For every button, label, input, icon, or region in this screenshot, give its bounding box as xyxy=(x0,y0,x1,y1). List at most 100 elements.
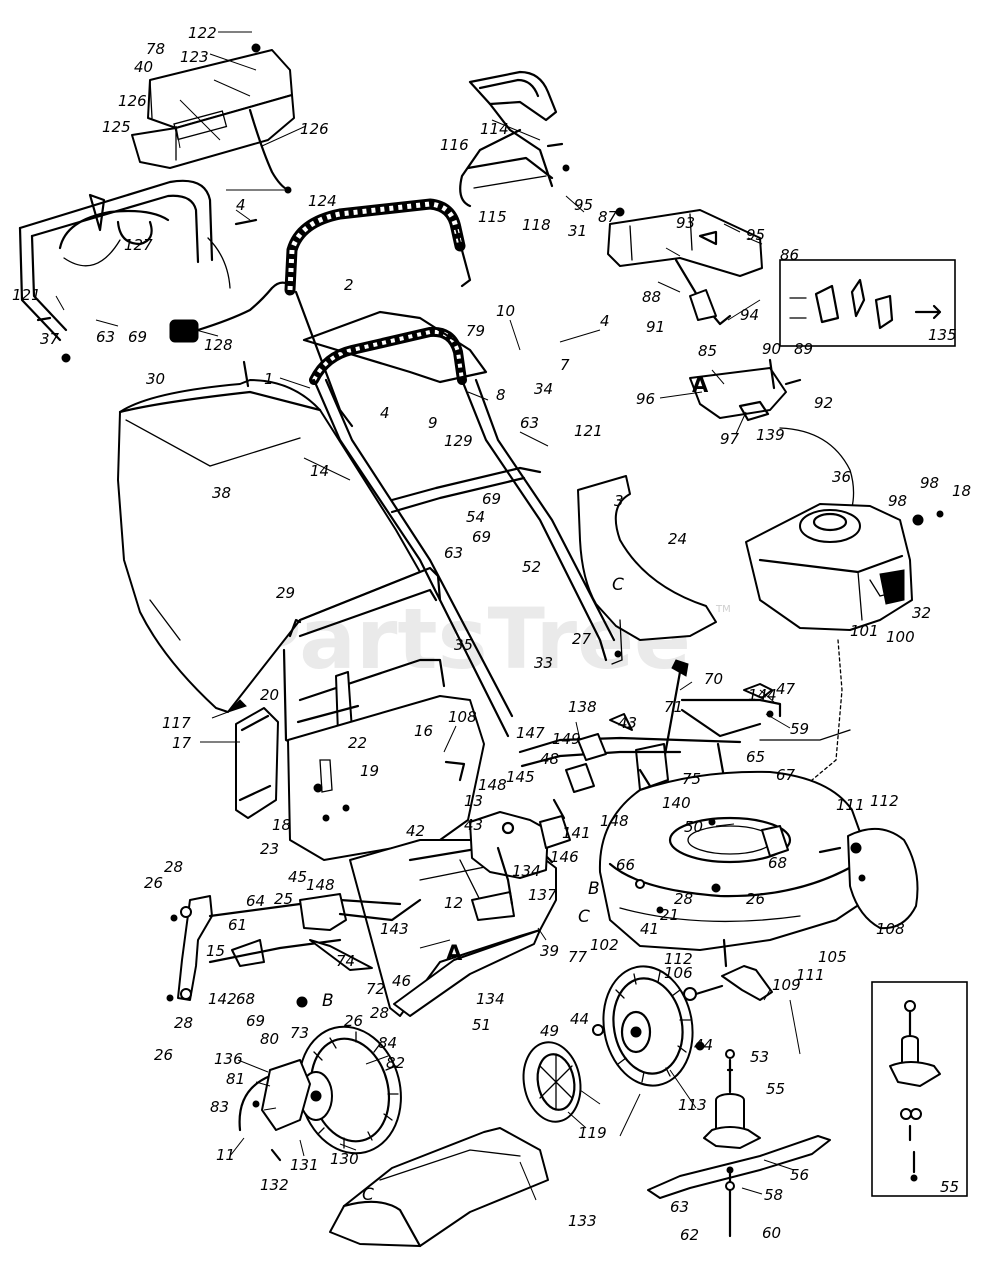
part-label: 28 xyxy=(674,890,693,908)
part-label: 23 xyxy=(260,840,279,858)
part-label: 46 xyxy=(392,972,411,990)
callout-letter-c-shield: C xyxy=(362,1185,374,1205)
rear-left-wheel[interactable] xyxy=(238,1016,414,1164)
part-label: 18 xyxy=(952,482,971,500)
part-label: 133 xyxy=(568,1212,597,1230)
part-label: 129 xyxy=(444,432,473,450)
leader-lines xyxy=(55,31,801,1201)
throttle-bracket[interactable] xyxy=(689,358,802,422)
part-label: 50 xyxy=(684,818,703,836)
blade-drive-linkage[interactable] xyxy=(683,938,773,1001)
part-label: 81 xyxy=(226,1070,245,1088)
lower-handle[interactable] xyxy=(302,310,616,738)
part-label: 19 xyxy=(360,762,379,780)
part-label: 21 xyxy=(660,906,679,924)
part-label: 113 xyxy=(678,1096,707,1114)
callout-letter-a-upper: A xyxy=(692,373,709,397)
part-label: 86 xyxy=(780,246,799,264)
mower-blade[interactable] xyxy=(647,1135,831,1238)
part-label: 93 xyxy=(676,214,695,232)
part-label: 3 xyxy=(614,492,624,510)
engine-control-housing[interactable] xyxy=(607,207,763,326)
part-label: 98 xyxy=(888,492,907,510)
top-control-handle[interactable] xyxy=(459,70,570,208)
blade-adapter-inset-box xyxy=(871,981,968,1197)
part-label: 134 xyxy=(512,862,541,880)
part-label: 140 xyxy=(662,794,691,812)
part-label: 106 xyxy=(664,964,693,982)
front-height-adjuster[interactable] xyxy=(166,895,213,1002)
part-label: 34 xyxy=(534,380,553,398)
part-label: 83 xyxy=(210,1098,229,1116)
part-label: 61 xyxy=(228,916,247,934)
grass-bag[interactable] xyxy=(117,360,421,713)
part-label: 11 xyxy=(216,1146,235,1164)
part-label: 75 xyxy=(682,770,701,788)
rear-door[interactable] xyxy=(227,699,279,819)
rear-chute[interactable] xyxy=(577,475,717,665)
part-label: 101 xyxy=(850,622,879,640)
part-label: 1 xyxy=(264,370,274,388)
part-label: 145 xyxy=(506,768,535,786)
part-label: 85 xyxy=(698,342,717,360)
part-label: 94 xyxy=(740,306,759,324)
part-label: 148 xyxy=(478,776,507,794)
grass-bag-frame[interactable] xyxy=(18,179,214,363)
part-label: 14 xyxy=(310,462,329,480)
part-label: 138 xyxy=(568,698,597,716)
part-label: 71 xyxy=(664,698,683,716)
part-label: 65 xyxy=(746,748,765,766)
rear-housing[interactable] xyxy=(287,695,485,861)
part-label: 56 xyxy=(790,1166,809,1184)
part-label: 13 xyxy=(464,792,483,810)
front-shield[interactable] xyxy=(329,1127,549,1248)
part-label: 59 xyxy=(790,720,809,738)
part-label: 109 xyxy=(772,976,801,994)
part-label: 27 xyxy=(572,630,592,648)
part-label: 20 xyxy=(260,686,279,704)
front-axle-bracket[interactable] xyxy=(208,893,422,1008)
part-label: 41 xyxy=(640,920,659,938)
part-label: 69 xyxy=(128,328,147,346)
part-label: 126 xyxy=(118,92,147,110)
height-adjust-lever[interactable] xyxy=(635,659,689,791)
wheel-hubcap[interactable] xyxy=(517,1038,586,1127)
part-label: 102 xyxy=(590,936,619,954)
drive-gear-cluster[interactable] xyxy=(469,798,571,906)
part-label: 95 xyxy=(746,226,765,244)
part-label: 142 xyxy=(208,990,237,1008)
mower-deck-plate[interactable] xyxy=(349,838,557,1017)
switch-box[interactable] xyxy=(169,218,290,343)
part-label: 68 xyxy=(236,990,255,1008)
part-label: 132 xyxy=(260,1176,289,1194)
part-label: 98 xyxy=(920,474,939,492)
mower-deck[interactable] xyxy=(598,770,881,951)
part-label: 90 xyxy=(762,340,781,358)
part-label: 79 xyxy=(466,322,485,340)
rear-axle-assembly[interactable] xyxy=(518,683,851,804)
part-label: 111 xyxy=(836,796,865,814)
part-label: 8 xyxy=(496,386,506,404)
part-label: 82 xyxy=(386,1054,405,1072)
front-wheel[interactable] xyxy=(592,959,705,1092)
part-label: 77 xyxy=(568,948,588,966)
part-label: 114 xyxy=(480,120,509,138)
engine[interactable] xyxy=(745,503,944,631)
upper-handle[interactable] xyxy=(284,198,472,428)
part-label: 68 xyxy=(768,854,787,872)
battery-box-assembly[interactable] xyxy=(131,43,295,194)
part-label: 32 xyxy=(912,604,931,622)
part-label: 69 xyxy=(482,490,501,508)
part-label: 42 xyxy=(406,822,425,840)
part-label: 28 xyxy=(370,1004,389,1022)
part-label: 36 xyxy=(832,468,851,486)
rear-right-wheel[interactable] xyxy=(818,828,919,930)
part-label: 84 xyxy=(378,1034,397,1052)
part-label: 33 xyxy=(534,654,553,672)
part-label: 89 xyxy=(794,340,813,358)
part-label: 7 xyxy=(560,356,570,374)
callout-letter-c-deck: C xyxy=(578,907,590,927)
part-label: 16 xyxy=(414,722,433,740)
blade-adapter[interactable] xyxy=(703,1049,761,1149)
